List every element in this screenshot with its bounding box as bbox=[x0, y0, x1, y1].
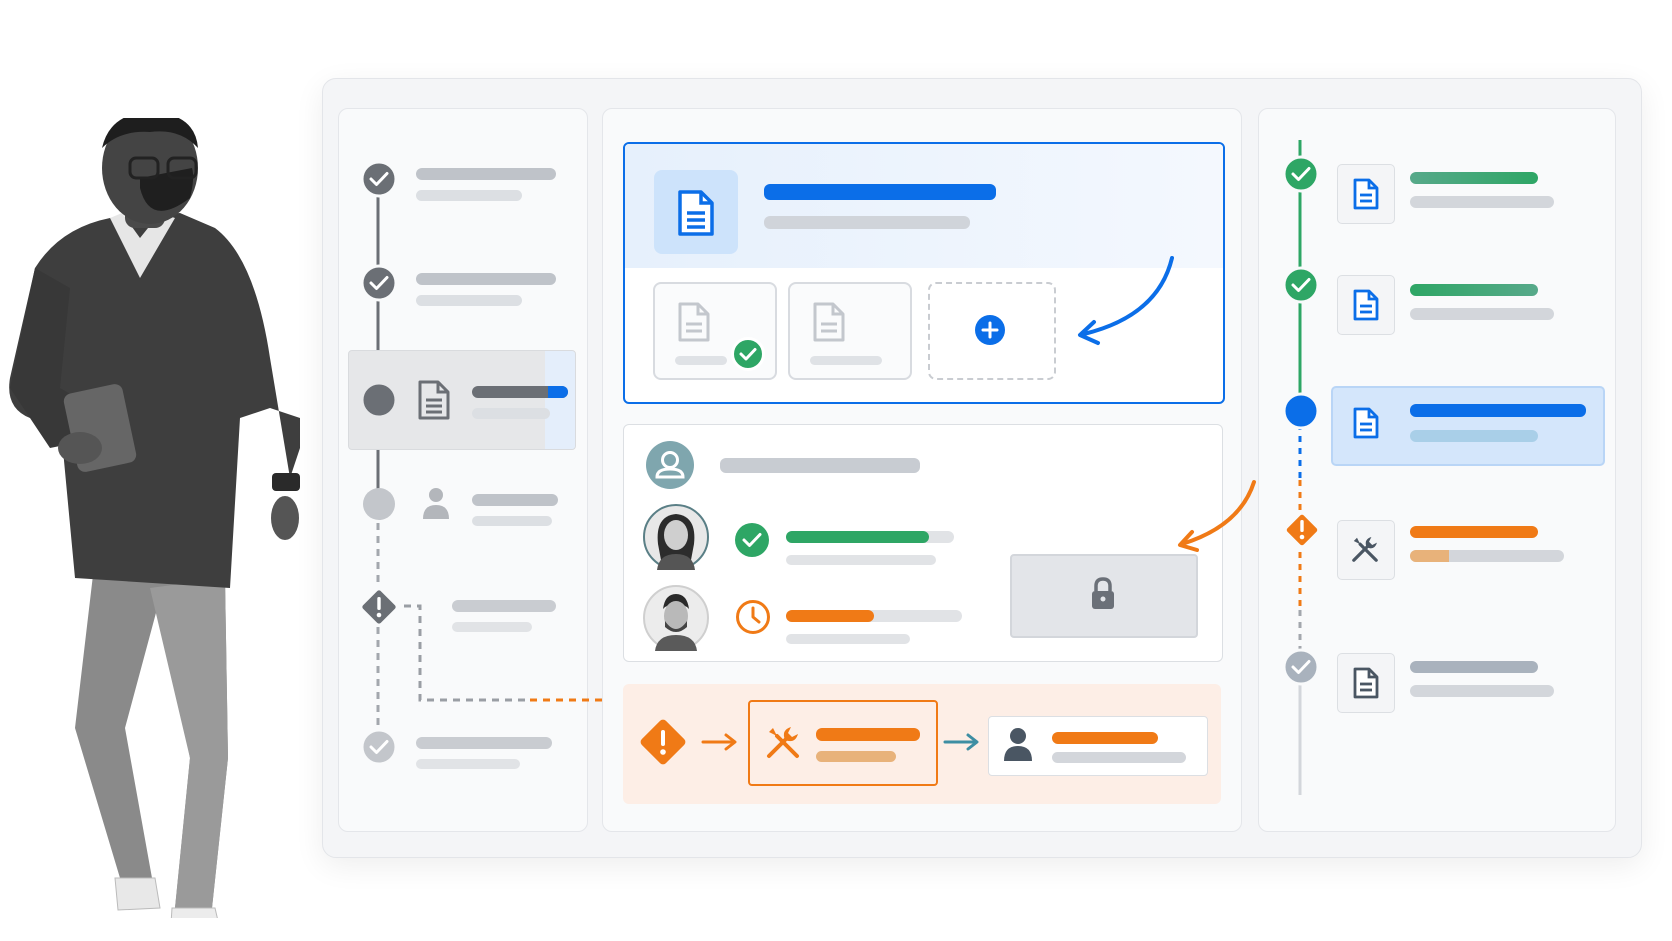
left-item-3-title bbox=[472, 386, 568, 398]
document-subtitle bbox=[764, 216, 970, 229]
left-item-3-subtitle bbox=[472, 408, 550, 419]
approver-2-progress-fill bbox=[786, 610, 874, 622]
document-icon bbox=[813, 302, 845, 342]
pending-step-dot bbox=[363, 488, 395, 520]
approver-1-progress-track bbox=[786, 531, 954, 543]
attachment-card-2[interactable] bbox=[788, 282, 912, 380]
user-icon bbox=[423, 488, 449, 519]
right-item-1-subtitle bbox=[1410, 196, 1554, 208]
document-icon bbox=[1353, 407, 1379, 439]
check-circle-icon bbox=[731, 337, 765, 371]
left-timeline-panel bbox=[338, 108, 588, 832]
group-avatar bbox=[646, 441, 694, 489]
right-item-2-subtitle bbox=[1410, 308, 1554, 320]
warning-diamond-icon bbox=[359, 587, 399, 627]
document-icon bbox=[418, 380, 450, 420]
approver-2-progress-track bbox=[786, 610, 962, 622]
left-item-4-title bbox=[472, 494, 558, 506]
left-item-5-title bbox=[452, 600, 556, 612]
assignee-name bbox=[1052, 732, 1158, 744]
repair-task-subtitle bbox=[816, 751, 896, 762]
blue-curved-arrow bbox=[1078, 256, 1174, 345]
group-name bbox=[720, 458, 920, 473]
arrow-right-icon bbox=[943, 733, 979, 751]
lock-icon bbox=[1092, 577, 1114, 609]
current-step-dot bbox=[1282, 392, 1320, 430]
orange-curved-arrow bbox=[1178, 480, 1256, 552]
left-item-5-subtitle bbox=[452, 622, 532, 632]
document-icon bbox=[678, 190, 714, 236]
assignee-detail bbox=[1052, 752, 1186, 763]
left-item-1-subtitle bbox=[416, 190, 522, 201]
document-icon bbox=[1353, 667, 1379, 699]
right-item-4-progress-fill bbox=[1410, 550, 1449, 562]
right-item-1-title bbox=[1410, 172, 1538, 184]
left-item-2-title bbox=[416, 273, 556, 285]
right-item-5-subtitle bbox=[1410, 685, 1554, 697]
right-item-3-title bbox=[1410, 404, 1586, 417]
avatar bbox=[643, 504, 709, 570]
left-item-2-subtitle bbox=[416, 295, 522, 306]
check-circle-icon bbox=[360, 160, 398, 198]
right-active-item[interactable] bbox=[1331, 386, 1605, 466]
document-icon bbox=[678, 302, 710, 342]
right-item-2-title bbox=[1410, 284, 1538, 296]
check-circle-icon bbox=[1282, 266, 1320, 304]
document-icon bbox=[1353, 178, 1379, 210]
check-circle-icon bbox=[360, 728, 398, 766]
right-timeline-panel bbox=[1258, 108, 1616, 832]
right-item-4-title bbox=[1410, 526, 1538, 538]
left-timeline-connector bbox=[376, 178, 380, 740]
add-attachment-button[interactable] bbox=[928, 282, 1056, 380]
left-item-4-subtitle bbox=[472, 516, 552, 526]
left-item-6-title bbox=[416, 737, 552, 749]
attachment-1-label bbox=[675, 356, 727, 365]
plus-circle-icon bbox=[975, 315, 1005, 345]
approver-2-subtitle bbox=[786, 634, 910, 644]
repair-task-title bbox=[816, 728, 920, 741]
avatar bbox=[643, 585, 709, 651]
wrench-screwdriver-icon bbox=[767, 727, 799, 758]
right-timeline-connector bbox=[1298, 140, 1302, 795]
tools-icon bbox=[1352, 537, 1378, 562]
warning-diamond-icon bbox=[640, 719, 686, 765]
check-circle-icon bbox=[735, 523, 769, 557]
approver-1-progress-fill bbox=[786, 531, 929, 543]
left-item-6-subtitle bbox=[416, 759, 520, 769]
document-title bbox=[764, 184, 996, 200]
warning-diamond-icon bbox=[1283, 511, 1321, 549]
check-circle-icon bbox=[1282, 155, 1320, 193]
right-item-4-progress-track bbox=[1410, 550, 1564, 562]
person-illustration bbox=[9, 118, 301, 918]
assignee-card[interactable] bbox=[988, 716, 1208, 776]
check-circle-icon bbox=[1282, 648, 1320, 686]
right-item-5-title bbox=[1410, 661, 1538, 673]
clock-icon bbox=[736, 600, 770, 634]
current-step-dot bbox=[360, 381, 398, 419]
attachment-2-label bbox=[810, 356, 882, 365]
arrow-right-icon bbox=[701, 733, 737, 751]
check-circle-icon bbox=[360, 264, 398, 302]
document-icon bbox=[1353, 289, 1379, 321]
approver-1-subtitle bbox=[786, 555, 936, 565]
left-item-1-title bbox=[416, 168, 556, 180]
user-icon bbox=[1004, 728, 1032, 761]
right-item-3-subtitle bbox=[1410, 430, 1538, 442]
